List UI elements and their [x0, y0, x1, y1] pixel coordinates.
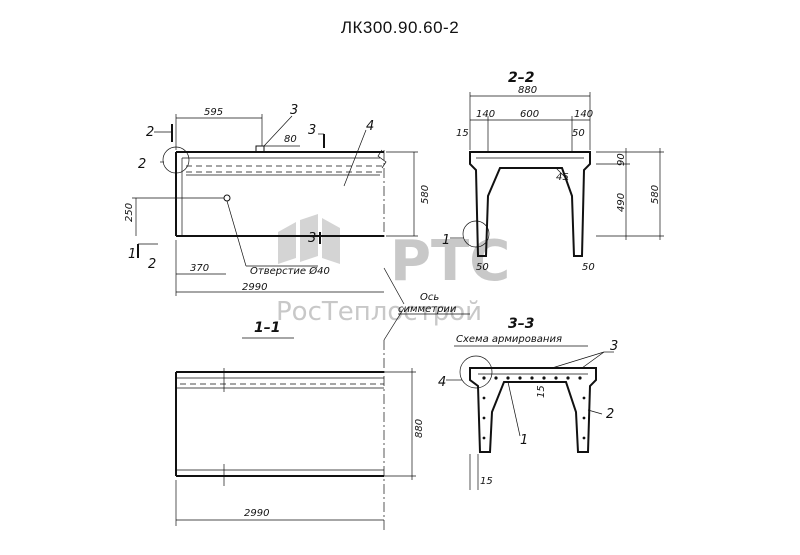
label-detail-2: 2	[138, 157, 146, 172]
label-pos-3-elev: 3	[290, 103, 298, 118]
dim-50-top: 50	[572, 128, 585, 139]
watermark-logo-icon	[278, 214, 340, 264]
dim-15: 15	[456, 128, 469, 139]
dim-370: 370	[190, 263, 209, 274]
dim-15-inner: 15	[536, 385, 547, 398]
dim-80: 80	[284, 134, 297, 145]
hole-note: Отверстие Ø40	[250, 265, 330, 277]
lifting-loop	[255, 145, 265, 153]
axis-note-line1: Ось	[420, 292, 439, 303]
dim-2990-elev: 2990	[242, 282, 267, 293]
dim-90: 90	[616, 153, 627, 166]
detail-circle-1	[462, 220, 490, 248]
dim-595: 595	[204, 107, 223, 118]
section-3-3-view: 3–3 Схема армирования 4	[438, 316, 618, 490]
dim-490: 490	[616, 193, 627, 212]
label-pos-4-elev: 4	[366, 119, 374, 134]
detail-circle-4	[459, 355, 493, 389]
section-mark-1-bottom: 1	[128, 247, 136, 262]
dim-140-right: 140	[574, 109, 593, 120]
elevation-view: 2 2 1 2 3 3 3 4 595	[124, 103, 431, 296]
watermark-brand: РТС	[390, 229, 510, 294]
section-1-1-title: 1–1	[254, 320, 280, 336]
dim-140-left: 140	[476, 109, 495, 120]
section-mark-2-bottom: 2	[148, 257, 156, 272]
label-pos-1-section: 1	[520, 433, 528, 448]
label-detail-1: 1	[442, 233, 450, 248]
dim-580-elev: 580	[420, 185, 431, 204]
drawing-title: ЛК300.90.60-2	[340, 18, 460, 37]
axis-note-line2: симметрии	[398, 304, 457, 315]
hole-marker	[223, 194, 231, 202]
dim-2990-plan: 2990	[244, 508, 269, 519]
dim-250: 250	[124, 203, 135, 222]
dim-600: 600	[520, 109, 539, 120]
section-mark-2-top: 2	[146, 125, 154, 140]
section-1-1-view: 1–1 880 2990	[175, 320, 425, 530]
section-mark-3-bottom: 3	[308, 231, 316, 246]
rebar-dots	[482, 376, 586, 440]
dim-880-plan: 880	[414, 419, 425, 438]
dim-50-bottom-left: 50	[476, 262, 489, 273]
dim-15-bottom: 15	[480, 476, 493, 487]
elevation-outline	[175, 151, 384, 237]
plan-outline	[175, 371, 384, 477]
dim-50-bottom-right: 50	[582, 262, 595, 273]
section-2-2-view: 2–2 880 140 600 140 15 50 1 45 50 5	[442, 70, 664, 273]
section-3-3-profile	[469, 367, 597, 453]
dim-45: 45	[556, 172, 569, 183]
reinforcement-scheme-title: Схема армирования	[456, 334, 562, 345]
watermark: РТС РосТеплострой	[276, 214, 510, 327]
dim-580-section: 580	[650, 185, 661, 204]
label-pos-4-section: 4	[438, 375, 446, 390]
symmetry-axis-note: Ось симметрии	[383, 267, 470, 341]
watermark-company: РосТеплострой	[276, 297, 482, 327]
dim-880-top: 880	[518, 85, 537, 96]
section-2-2-profile	[469, 151, 591, 257]
label-pos-2-section: 2	[606, 407, 614, 422]
section-2-2-title: 2–2	[508, 70, 534, 86]
label-pos-3-section: 3	[610, 339, 618, 354]
section-mark-3-top: 3	[308, 123, 316, 138]
section-3-3-title: 3–3	[508, 316, 534, 332]
